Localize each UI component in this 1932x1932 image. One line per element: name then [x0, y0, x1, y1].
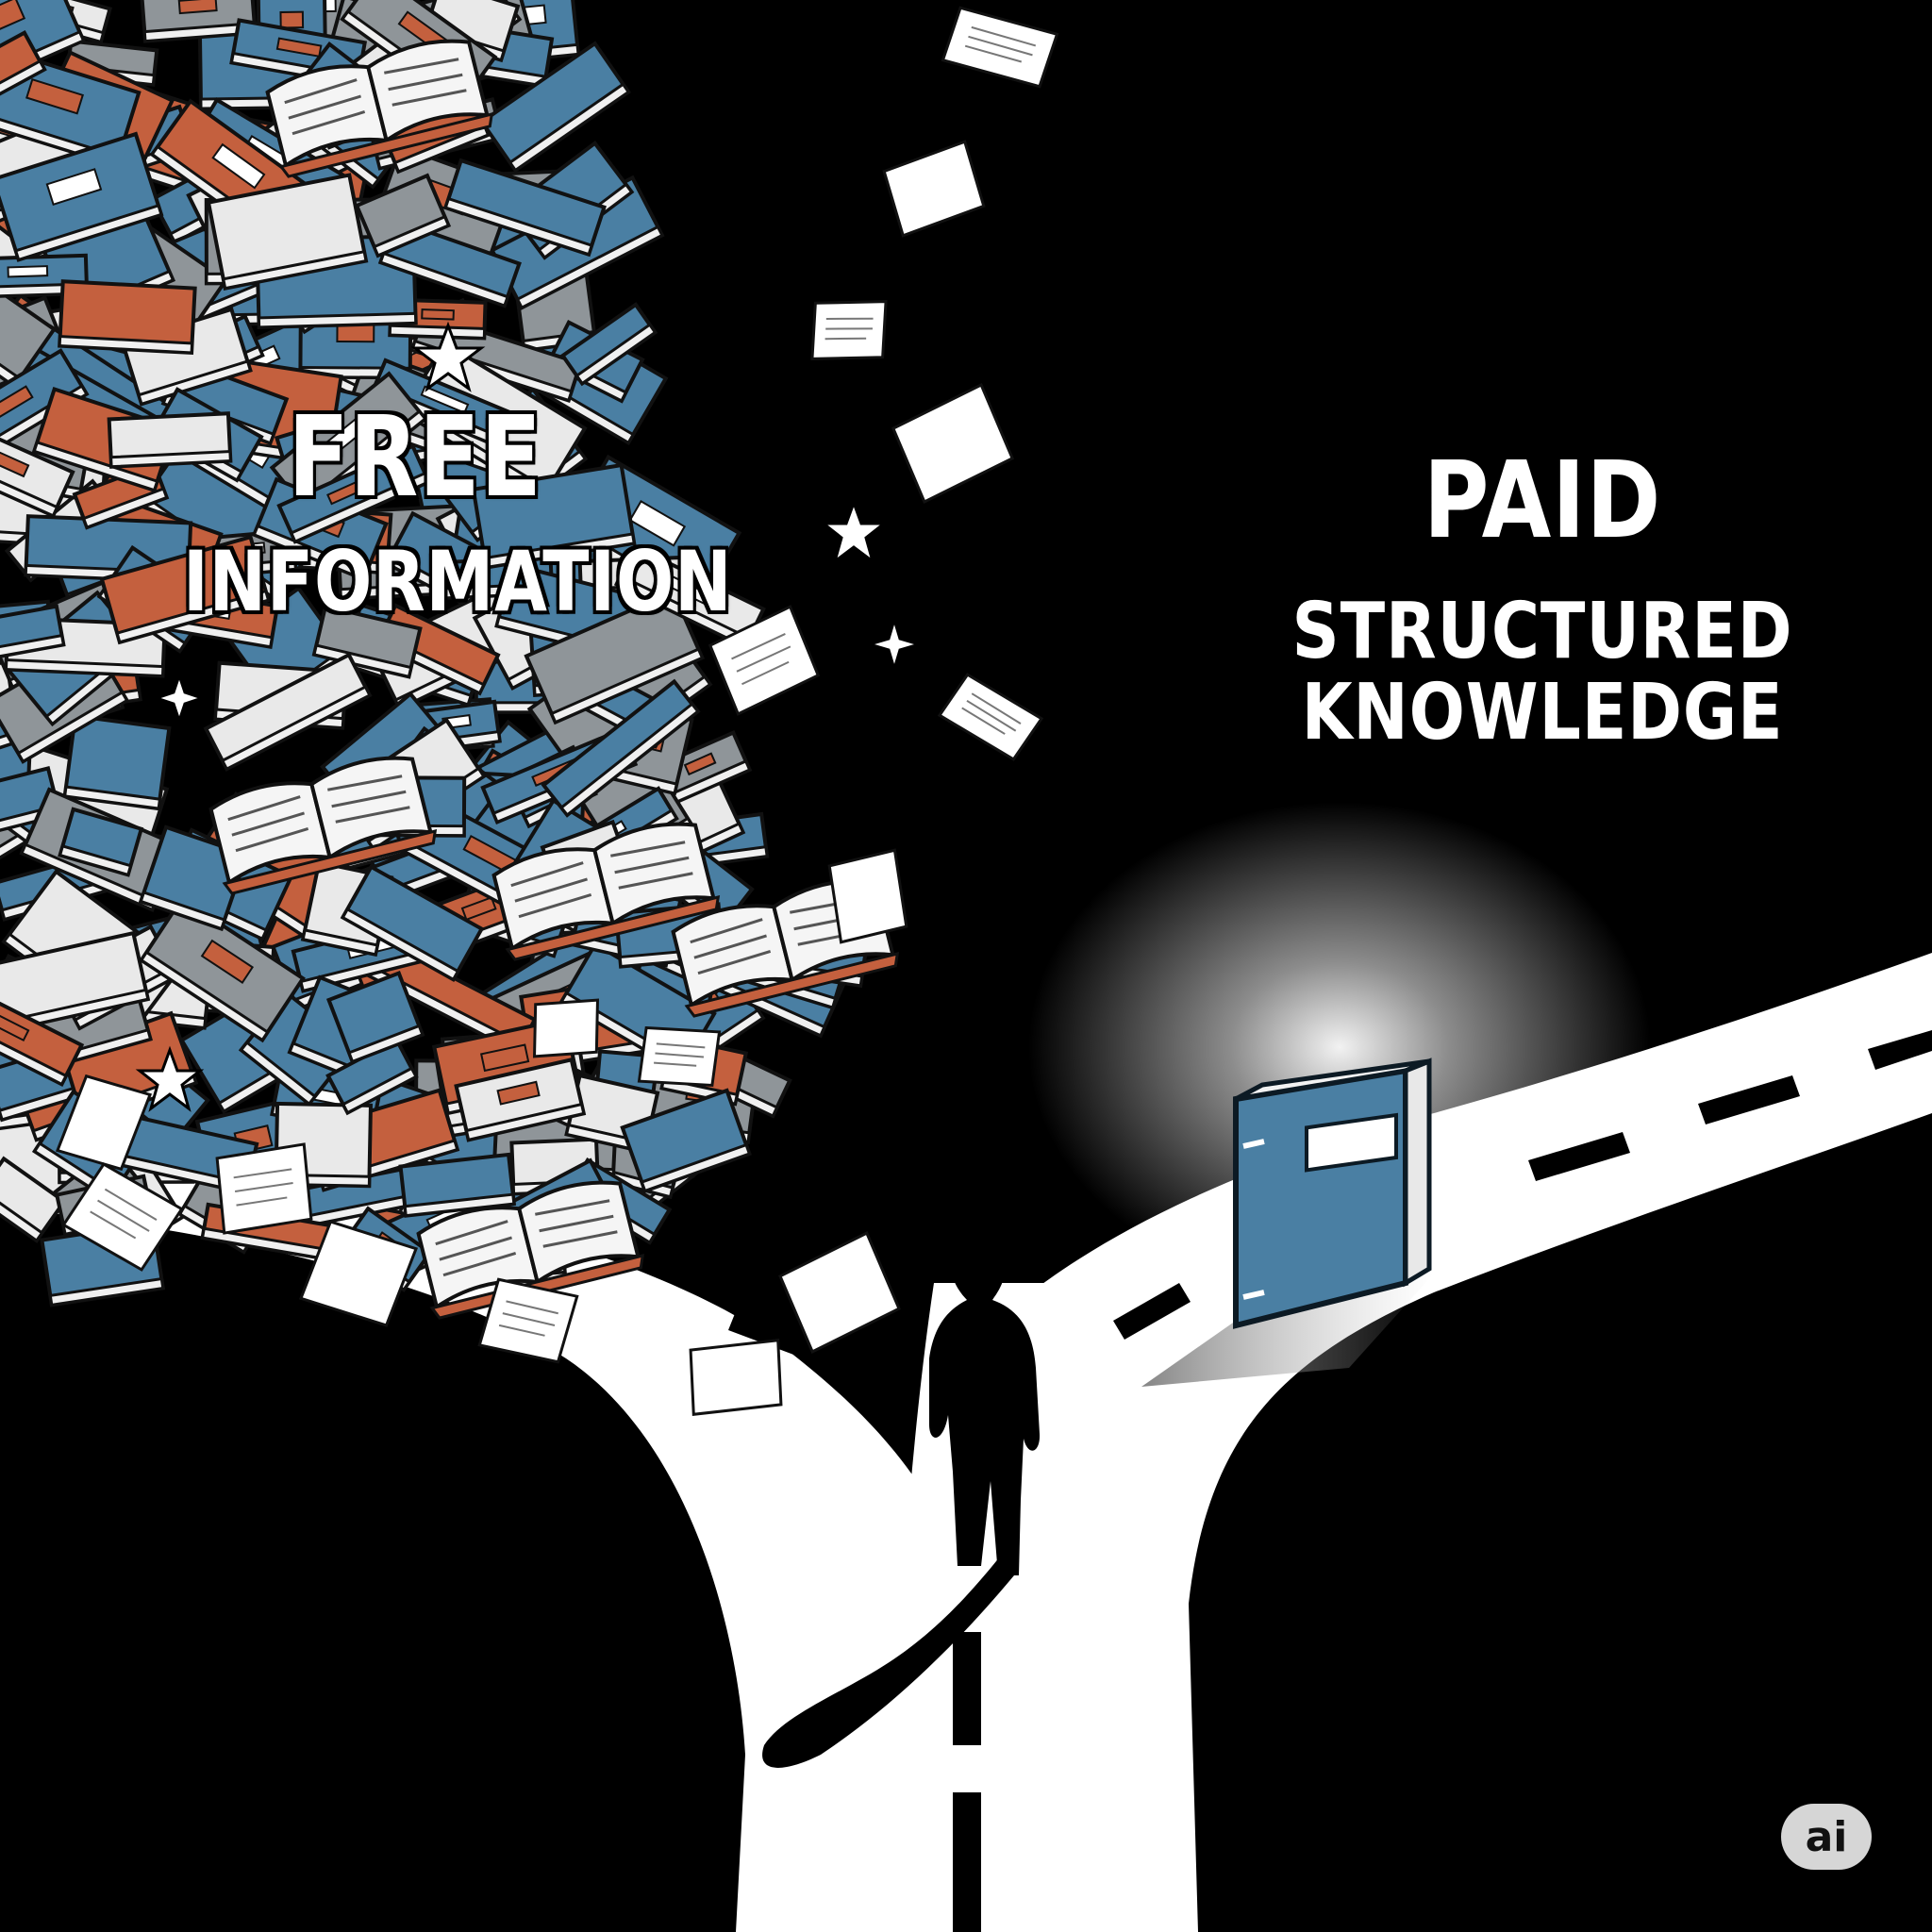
sparkle-icon [152, 671, 207, 725]
flying-page [891, 383, 1015, 504]
flying-page [55, 1074, 153, 1172]
open-book-icon [265, 39, 494, 178]
person-silhouette-icon [929, 1228, 1041, 1575]
pile-book [454, 1057, 587, 1142]
glowing-book [1233, 1058, 1432, 1329]
right-road [987, 953, 1932, 1932]
pile-book [58, 807, 144, 877]
left-road [0, 1094, 1000, 1932]
pile-book [541, 678, 701, 818]
pile-book [120, 307, 253, 407]
star-icon [135, 1045, 205, 1112]
pile-book [206, 173, 369, 291]
sparkle-icon [864, 614, 924, 675]
ai-badge-text: ai [1805, 1812, 1848, 1861]
flying-page [810, 300, 888, 360]
free-information-label: FREE INFORMATION [132, 391, 733, 630]
pile-book [0, 29, 47, 122]
flying-page [61, 1162, 184, 1272]
pile-book [398, 1152, 517, 1218]
pile-book [0, 131, 164, 262]
stars [135, 321, 924, 1112]
star-icon [410, 321, 486, 392]
pile-book [139, 895, 306, 1043]
pile-book [203, 652, 373, 772]
ai-badge: ai [1781, 1804, 1872, 1870]
book-shadow [1141, 1274, 1434, 1387]
pile-book [276, 443, 432, 544]
flying-page [708, 605, 821, 716]
flying-page [689, 1339, 783, 1416]
flying-page [477, 1277, 579, 1364]
open-book-icon [208, 756, 438, 895]
pile-book [354, 173, 452, 258]
pile-book [442, 158, 607, 258]
pile-book [471, 462, 637, 570]
star-icon [819, 498, 889, 565]
paid-label-line1: PAID [1423, 440, 1662, 562]
closed-book-icon [1233, 1067, 1408, 1329]
pile-book [325, 970, 425, 1064]
pile-book [479, 41, 631, 174]
person-shadow [762, 1557, 1014, 1768]
pile-book [613, 543, 766, 650]
pile-book [524, 589, 706, 725]
pile-book [0, 604, 66, 674]
paid-structured-knowledge-label: PAID STRUCTURED KNOWLEDGE [1226, 448, 1858, 754]
open-book-icon [491, 822, 721, 961]
free-label-line1: FREE [288, 391, 542, 522]
flying-page [937, 673, 1044, 761]
flying-page [882, 140, 986, 238]
pile-book [325, 1037, 419, 1116]
pile-book [58, 279, 197, 356]
pile-book [0, 253, 90, 299]
pile-book [559, 302, 658, 387]
flying-page [827, 848, 908, 944]
paid-label-line3: KNOWLEDGE [1301, 668, 1784, 758]
free-label-line2: INFORMATION [183, 533, 733, 630]
walking-person [762, 1228, 1041, 1768]
flying-page [298, 1220, 419, 1327]
pile-book [0, 969, 85, 1088]
pile-book [62, 713, 172, 811]
flying-page [532, 998, 600, 1058]
flying-page [215, 1142, 313, 1235]
pile-book [99, 534, 271, 645]
flying-page [941, 6, 1059, 89]
pile-book [620, 1088, 752, 1194]
pile-book [0, 1156, 67, 1243]
flying-page [778, 1231, 901, 1354]
lane-markings [728, 1030, 1932, 1932]
pile-book [340, 864, 485, 983]
pile-book [0, 416, 75, 519]
flying-page [637, 1025, 722, 1088]
paid-label-line2: STRUCTURED [1291, 587, 1793, 676]
pile-book [107, 411, 233, 469]
flying-pages [55, 6, 1059, 1416]
pile-book [139, 0, 258, 43]
